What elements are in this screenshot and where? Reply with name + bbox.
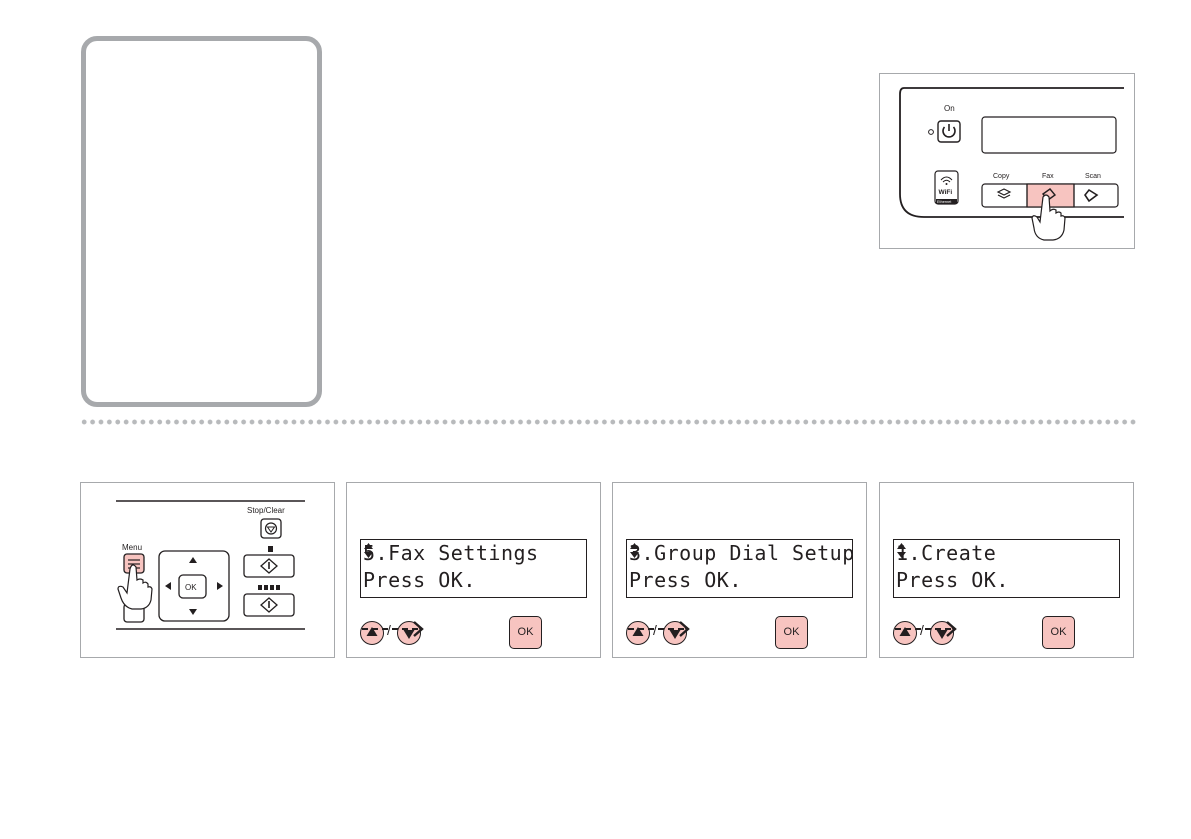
dashed-arrow-icon — [628, 621, 690, 637]
navigation-hint: / OK — [893, 616, 1103, 653]
lcd-text: 3.Group Dial Setup — [629, 541, 853, 565]
lcd-display: 1.Create Press OK. — [893, 539, 1120, 598]
separator: / — [920, 622, 924, 638]
up-arrow-icon — [366, 627, 378, 636]
down-arrow-icon — [403, 630, 415, 639]
right-arrow-icon — [217, 582, 223, 590]
dashed-arrow-icon — [895, 621, 957, 637]
lcd-text: 5.Fax Settings — [363, 541, 539, 565]
lcd-line-1: 3.Group Dial Setup — [629, 541, 853, 565]
up-arrow-icon — [189, 557, 197, 563]
stop-clear-label: Stop/Clear — [247, 506, 285, 515]
control-panel-menu-illustration: Stop/Clear OK Menu k — [80, 482, 335, 658]
lcd-line-2: Press OK. — [363, 568, 476, 592]
lcd-line-1: 5.Fax Settings — [363, 542, 539, 564]
up-button[interactable] — [360, 621, 384, 645]
copy-label: Copy — [993, 173, 1010, 180]
stop-icon — [264, 522, 278, 535]
ethernet-label: Ethernet — [937, 200, 952, 204]
start-icon — [260, 597, 278, 613]
ok-button[interactable]: OK — [775, 616, 808, 649]
note-box — [81, 36, 322, 407]
start-icon — [260, 558, 278, 574]
pressing-hand-icon — [1031, 194, 1066, 241]
up-down-icon — [630, 543, 639, 558]
lcd-line-1: 1.Create — [896, 542, 996, 564]
down-arrow-icon — [669, 630, 681, 639]
left-arrow-icon — [165, 582, 171, 590]
lcd-line-2: Press OK. — [629, 568, 742, 592]
scan-icon — [1084, 188, 1099, 203]
lcd-line-2: Press OK. — [896, 568, 1009, 592]
separator: / — [387, 622, 391, 638]
dpad-ok-label: OK — [185, 583, 197, 592]
step-panel: 5.Fax Settings Press OK. / OK — [346, 482, 601, 658]
lcd-display: 5.Fax Settings Press OK. — [360, 539, 587, 598]
dpad-ok-button[interactable] — [178, 574, 207, 599]
step-panel: 1.Create Press OK. / OK — [879, 482, 1134, 658]
power-button[interactable] — [937, 120, 961, 143]
power-led-icon — [928, 129, 934, 135]
down-arrow-icon — [936, 630, 948, 639]
control-panel-fax-illustration: On WiFi Ethernet Copy Fax Scan — [879, 73, 1135, 249]
fax-button[interactable] — [1026, 183, 1075, 208]
lcd-display: 3.Group Dial Setup Press OK. — [626, 539, 853, 598]
separator: / — [653, 622, 657, 638]
up-arrow-icon — [632, 627, 644, 636]
step-panel: 3.Group Dial Setup Press OK. / OK — [612, 482, 867, 658]
up-button[interactable] — [893, 621, 917, 645]
down-arrow-icon — [189, 609, 197, 615]
navigation-hint: / OK — [626, 616, 836, 653]
dashed-arrow-icon — [362, 621, 424, 637]
ok-button[interactable]: OK — [1042, 616, 1075, 649]
scan-label: Scan — [1085, 173, 1101, 180]
up-down-icon — [897, 543, 906, 558]
control-panel-menu-drawing: Stop/Clear OK Menu k — [116, 500, 305, 630]
fax-label: Fax — [1042, 173, 1054, 180]
menu-label: Menu — [122, 543, 142, 552]
ok-button[interactable]: OK — [509, 616, 542, 649]
control-panel-fax-drawing: On WiFi Ethernet Copy Fax Scan — [899, 87, 1124, 241]
up-arrow-icon — [899, 627, 911, 636]
pressing-hand-icon — [117, 564, 153, 610]
lcd-screen — [981, 116, 1117, 154]
navigation-hint: / OK — [360, 616, 570, 653]
copy-icon — [996, 188, 1012, 199]
lcd-text: 1.Create — [896, 541, 997, 565]
wifi-label: WiFi — [939, 189, 953, 196]
power-icon — [942, 126, 956, 138]
dotted-divider — [80, 419, 1136, 425]
up-button[interactable] — [626, 621, 650, 645]
up-down-icon — [364, 543, 373, 558]
stop-clear-button[interactable] — [260, 518, 282, 539]
on-label: On — [944, 104, 955, 113]
